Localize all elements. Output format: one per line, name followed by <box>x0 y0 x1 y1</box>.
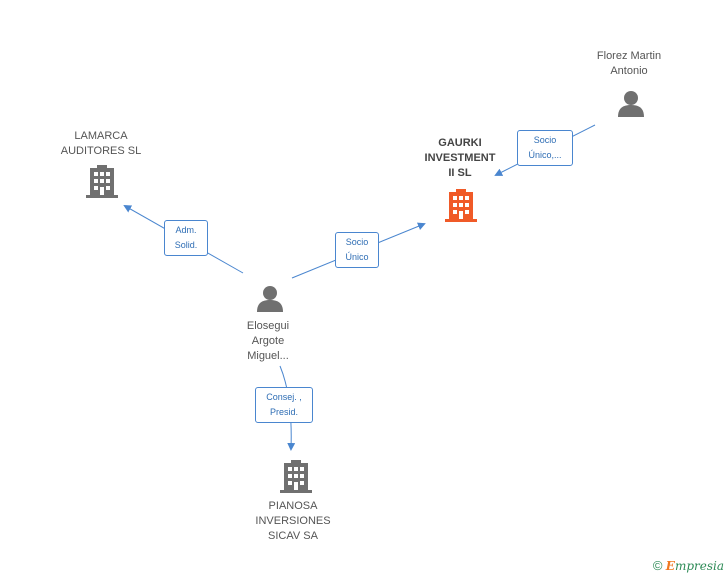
person-icon[interactable] <box>257 286 283 312</box>
node-label-elosegui[interactable]: Elosegui Argote Miguel... <box>246 320 290 362</box>
building-icon[interactable] <box>86 165 118 198</box>
person-icon[interactable] <box>618 91 644 117</box>
edge-label-socio-unico-florez[interactable]: Socio Único,... <box>517 130 573 166</box>
empresia-brand[interactable]: © Empresia <box>653 558 724 573</box>
edge-label-socio-unico[interactable]: Socio Único <box>335 232 379 268</box>
node-label-florez[interactable]: Florez Martin Antonio <box>596 50 662 77</box>
building-icon-main[interactable] <box>445 189 477 222</box>
node-label-lamarca[interactable]: LAMARCA AUDITORES SL <box>60 130 142 157</box>
node-label-gaurki[interactable]: GAURKI INVESTMENT II SL <box>424 137 496 179</box>
edge-label-consej-presid[interactable]: Consej. , Presid. <box>255 387 313 423</box>
building-icon[interactable] <box>280 460 312 493</box>
node-label-pianosa[interactable]: PIANOSA INVERSIONES SICAV SA <box>255 500 331 542</box>
edge-label-adm-solid[interactable]: Adm. Solid. <box>164 220 208 256</box>
copyright-icon: © <box>652 558 663 573</box>
brand-logo-text: mpresia <box>674 559 724 573</box>
brand-logo-letter: E <box>665 559 675 573</box>
